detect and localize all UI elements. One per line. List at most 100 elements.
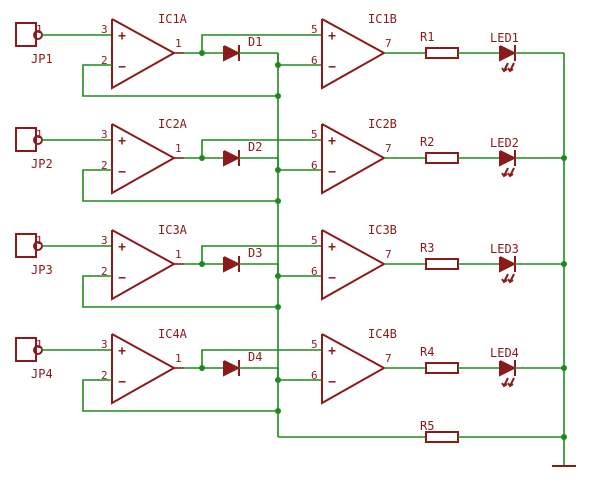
diode-fill [224,361,238,375]
opamp-icon [111,18,177,90]
led-arrowhead [501,172,508,178]
led-led1: LED1 [490,31,519,73]
opamp-icon [321,229,387,301]
connector-pin-number: 1 [36,128,43,141]
resistor-r1: R1 [420,30,459,59]
opamp-icon [321,123,387,195]
opamp-pin-number: 7 [385,37,392,50]
opamp-pin-number: 5 [311,338,318,351]
diode-fill [224,46,238,60]
opamp-pin-number: 6 [311,265,318,278]
diode-d1: D1 [223,35,262,62]
resistor-label: R1 [420,30,434,44]
opamp-plus-sign: + [118,240,126,255]
led-fill [500,257,514,271]
led-label: LED4 [490,346,519,360]
opamp-label: IC1A [158,12,188,26]
resistor-icon [425,258,459,270]
led-label: LED2 [490,136,519,150]
diode-label: D1 [248,35,262,49]
wire [201,349,322,368]
opamp-plus-sign: + [328,344,336,359]
opamp-label: IC1B [368,12,397,26]
led-fill [500,151,514,165]
resistor-label: R2 [420,135,434,149]
opamp-pin-number: 2 [101,54,108,67]
led-arrowhead [501,382,508,388]
opamp-pin-number: 1 [175,352,182,365]
connector-label: JP1 [31,52,53,66]
opamp-minus-sign: − [328,165,336,180]
resistor-icon [425,152,459,164]
resistor-label: R4 [420,345,434,359]
led-arrowhead [507,278,514,284]
wire [201,34,322,53]
connector-pin-number: 1 [36,338,43,351]
opamp-minus-sign: − [118,375,126,390]
led-arrowhead [507,172,514,178]
connector-body [15,22,37,47]
opamp-pin-number: 1 [175,248,182,261]
resistor-r2: R2 [420,135,459,164]
opamp-pin-number: 1 [175,37,182,50]
led-arrowhead [507,67,514,73]
opamp-label: IC3B [368,223,397,237]
opamp-minus-sign: − [328,271,336,286]
led-arrowhead [507,382,514,388]
opamp-label: IC3A [158,223,188,237]
opamp-pin-number: 1 [175,142,182,155]
wire [201,139,322,158]
resistor-label: R5 [420,419,434,433]
connector-pin-number: 1 [36,23,43,36]
opamp-minus-sign: − [328,375,336,390]
led-led4: LED4 [490,346,519,388]
led-arrowhead [501,278,508,284]
diode-d4: D4 [223,350,262,377]
opamp-plus-sign: + [328,29,336,44]
opamp-minus-sign: − [118,60,126,75]
diode-d2: D2 [223,140,262,167]
opamp-plus-sign: + [328,240,336,255]
opamp-pin-number: 5 [311,23,318,36]
opamp-plus-sign: + [118,29,126,44]
opamp-icon [321,18,387,90]
feedback-wire [82,64,278,97]
opamp-pin-number: 7 [385,142,392,155]
opamp-pin-number: 6 [311,159,318,172]
connector-label: JP2 [31,157,53,171]
diode-label: D3 [248,246,262,260]
opamp-pin-number: 3 [101,338,108,351]
diode-fill [224,151,238,165]
opamp-pin-number: 5 [311,128,318,141]
opamp-plus-sign: + [118,344,126,359]
connector-body [15,337,37,362]
connector-body [15,127,37,152]
opamp-pin-number: 3 [101,23,108,36]
opamp-icon [111,333,177,405]
wire [201,245,322,264]
opamp-pin-number: 3 [101,128,108,141]
resistor-r5: R5 [278,419,567,443]
opamp-pin-number: 2 [101,265,108,278]
resistor-r4: R4 [420,345,459,374]
resistor-label: R3 [420,241,434,255]
opamp-icon [111,123,177,195]
led-led3: LED3 [490,242,519,284]
led-label: LED1 [490,31,519,45]
opamp-pin-number: 2 [101,369,108,382]
opamp-pin-number: 2 [101,159,108,172]
